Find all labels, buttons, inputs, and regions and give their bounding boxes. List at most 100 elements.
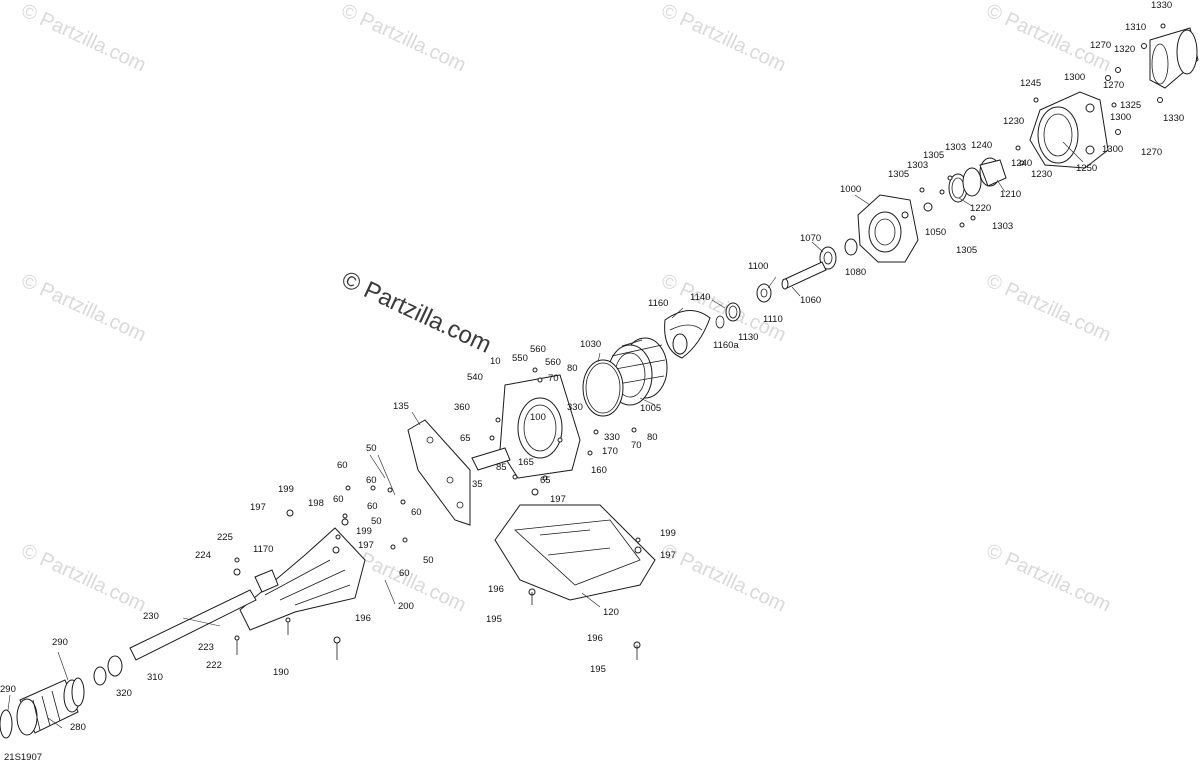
- callout-label: 1300: [1110, 112, 1131, 123]
- callout-label: 70: [631, 440, 642, 451]
- callout-label: 199: [356, 526, 372, 537]
- callout-label: 280: [70, 722, 86, 733]
- callout-label: 170: [602, 446, 618, 457]
- callout-label: 50: [423, 555, 434, 566]
- callout-label: 540: [467, 372, 483, 383]
- callout-label: 1305: [956, 245, 977, 256]
- callout-label: 196: [355, 613, 371, 624]
- callout-label: 1310: [1125, 22, 1146, 33]
- callout-label: 1330: [1151, 0, 1172, 11]
- watermark-text: © Partzilla.com: [658, 540, 789, 617]
- callout-label: 1300: [1102, 144, 1123, 155]
- callout-label: 135: [393, 401, 409, 412]
- callout-label: 80: [567, 363, 578, 374]
- callout-label: 1070: [800, 233, 821, 244]
- callout-label: 60: [367, 501, 378, 512]
- callout-label: 1300: [1064, 72, 1085, 83]
- watermark-text: © Partzilla.com: [18, 540, 149, 617]
- callout-label: 290: [52, 637, 68, 648]
- callout-label: 197: [660, 550, 676, 561]
- callout-label: 160: [591, 465, 607, 476]
- callout-label: 1140: [690, 292, 710, 303]
- bracket-135: [407, 419, 471, 526]
- intake-grate-200: [239, 527, 366, 631]
- impeller-1160: [664, 310, 711, 359]
- callout-label: 1080: [845, 267, 866, 278]
- callout-label: 50: [366, 443, 377, 454]
- watermark-text: © Partzilla.com: [338, 0, 469, 76]
- callout-label: 60: [399, 568, 410, 579]
- clamp-290: [0, 677, 85, 739]
- callout-label: 1303: [992, 221, 1013, 232]
- callout-label: 1325: [1120, 100, 1141, 111]
- venturi-nozzle: [1149, 27, 1199, 89]
- watermark-text: © Partzilla.com: [18, 0, 149, 76]
- callout-label: 197: [550, 494, 566, 505]
- watermark-text: © Partzilla.com: [18, 270, 149, 347]
- seal-1080: [844, 238, 858, 256]
- fasteners: [233, 23, 1166, 660]
- callout-label: 85: [496, 462, 507, 473]
- callout-label: 1240: [1011, 158, 1032, 169]
- watermark-center-text: © Partzilla.com: [337, 266, 495, 359]
- callout-label: 560: [545, 357, 561, 368]
- callout-label: 1130: [738, 332, 758, 343]
- coupler-310: [107, 655, 123, 677]
- callout-label: 290: [0, 684, 16, 695]
- watermark-text: © Partzilla.com: [983, 270, 1114, 347]
- callout-label: 196: [488, 584, 504, 595]
- callout-label: 35: [472, 479, 483, 490]
- callout-label: 190: [273, 667, 289, 678]
- callout-label: 1110: [763, 314, 783, 325]
- callout-label: 1060: [800, 295, 821, 306]
- callout-label: 1050: [925, 227, 946, 238]
- callout-label: 1240: [971, 140, 992, 151]
- callout-label: 120: [603, 607, 619, 618]
- callout-label: 195: [486, 614, 502, 625]
- callout-label: 197: [250, 502, 266, 513]
- callout-label: 310: [147, 672, 163, 683]
- callout-label: 100: [530, 412, 546, 423]
- callout-label: 60: [337, 460, 348, 471]
- diagram-code: 21S1907: [4, 752, 42, 763]
- callout-label: 230: [143, 611, 159, 622]
- shaft-1060: [781, 261, 827, 290]
- callout-label: 65: [460, 433, 471, 444]
- leader-lines: [7, 141, 1084, 729]
- callout-label: 330: [604, 432, 620, 443]
- callout-label: 224: [195, 550, 211, 561]
- callout-label: 560: [530, 344, 546, 355]
- callout-label: 1230: [1031, 169, 1052, 180]
- sleeve-35: [471, 447, 511, 471]
- callout-label: 550: [512, 353, 528, 364]
- callout-label: 1170: [253, 544, 273, 555]
- callout-label: 200: [398, 601, 414, 612]
- callout-label: 70: [548, 373, 559, 384]
- boot-1170: [254, 569, 279, 593]
- ride-plate-120: [494, 504, 656, 601]
- seal-1100: [756, 283, 772, 303]
- callout-label: 60: [366, 475, 377, 486]
- callout-label: 1220: [970, 203, 991, 214]
- callout-label: 165: [518, 457, 534, 468]
- watermark-text: © Partzilla.com: [983, 0, 1114, 76]
- adapter-plate-10: [499, 374, 581, 479]
- callout-label: 1005: [640, 403, 661, 414]
- callout-label: 320: [116, 688, 132, 699]
- watermark-text: © Partzilla.com: [983, 540, 1114, 617]
- impeller-housing-1000: [857, 194, 933, 263]
- callout-label: 223: [198, 642, 214, 653]
- callout-label: 1230: [1003, 116, 1024, 127]
- wear-ring-1220: [948, 167, 982, 203]
- callout-label: 1320: [1114, 44, 1135, 55]
- callout-label: 1330: [1163, 113, 1184, 124]
- callout-label: 80: [647, 432, 658, 443]
- callout-label: 1000: [840, 184, 861, 195]
- callout-label: 1303: [907, 160, 928, 171]
- callout-label: 60: [411, 507, 422, 518]
- callout-label: 60: [333, 494, 344, 505]
- callout-label: 197: [358, 540, 374, 551]
- callout-label: 1270: [1103, 80, 1124, 91]
- o-ring-1030: [582, 359, 624, 417]
